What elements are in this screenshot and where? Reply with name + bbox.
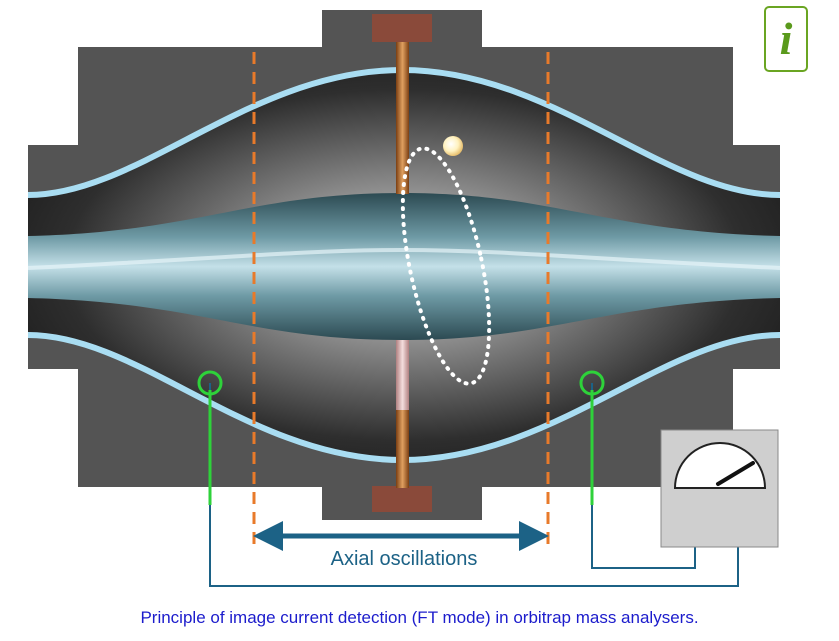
detection-point-right [579,370,605,396]
central-electrode [28,193,780,340]
ion-icon [443,136,463,156]
meter-dial [673,442,767,489]
rod-upper [396,42,409,194]
trap-cavity [27,66,781,464]
meter-needle [716,461,755,486]
ion-orbit [400,146,492,386]
bottom-port-cap [372,486,432,512]
rod-lower [396,410,409,488]
info-button[interactable]: i [764,6,808,72]
axial-oscillations-label: Axial oscillations [331,548,478,570]
diagram-caption: Principle of image current detection (FT… [140,608,699,627]
current-meter [660,429,779,548]
spindle-highlight [27,247,781,270]
top-port-cap [372,14,432,42]
detection-circuit [197,370,739,587]
rod-lower-pale [396,340,409,412]
detection-point-left [197,370,223,396]
injection-rod [396,42,409,488]
